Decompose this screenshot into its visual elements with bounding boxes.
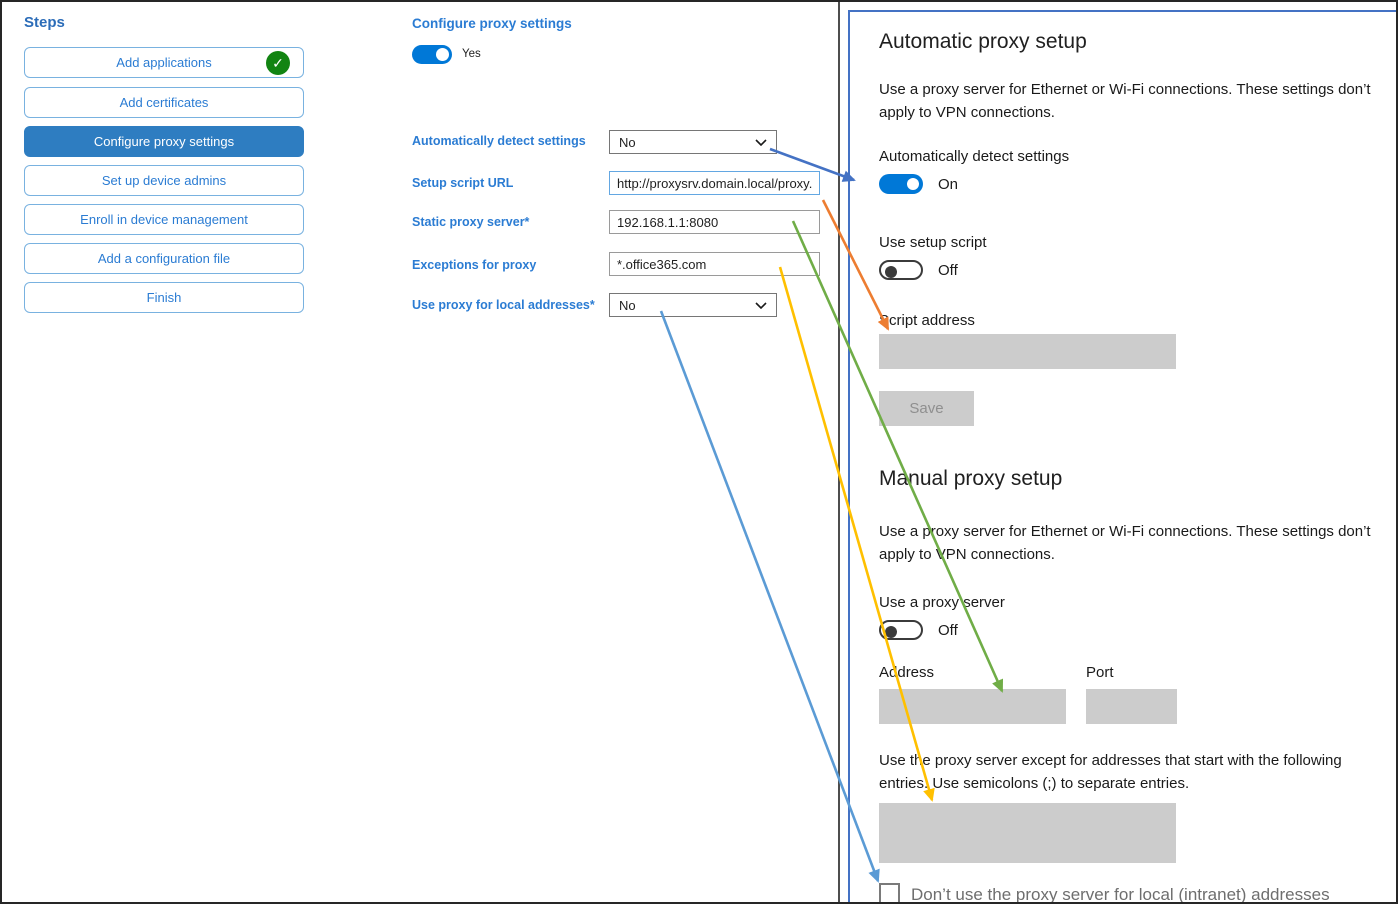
step-label: Add a configuration file [97,251,231,266]
step-button-set-up-device-admins[interactable]: Set up device admins [24,165,304,196]
manual-proxy-description: Use a proxy server for Ethernet or Wi-Fi… [879,523,1371,564]
windows-proxy-settings-panel: Automatic proxy setup Use a proxy server… [848,10,1396,904]
step-label: Configure proxy settings [93,134,235,149]
automatic-proxy-description: Use a proxy server for Ethernet or Wi-Fi… [879,81,1371,122]
field-label-setup-script-url: Setup script URL [412,176,514,190]
use-proxy-server-toggle[interactable] [879,620,923,640]
configure-proxy-toggle-state: Yes [462,48,481,60]
toggle-knob [907,178,919,190]
field-label-exceptions-for-proxy: Exceptions for proxy [412,258,537,272]
chevron-down-icon [755,301,767,309]
steps-panel-title: Steps [24,14,65,31]
address-label: Address [879,664,935,681]
step-button-finish[interactable]: Finish [24,282,304,313]
step-label: Finish [146,290,182,305]
detect-settings-label: Automatically detect settings [879,148,1070,165]
configure-proxy-toggle[interactable] [412,45,452,64]
chevron-down-icon [755,138,767,146]
static-proxy-server-input[interactable] [609,210,820,234]
save-button[interactable]: Save [879,391,974,426]
script-address-label: Script address [879,312,975,329]
step-label: Add certificates [119,95,209,110]
toggle-knob [436,48,449,61]
step-label: Enroll in device management [80,212,248,227]
proxy-exceptions-field[interactable] [879,803,1176,863]
field-label-automatically-detect-settings: Automatically detect settings [412,134,586,148]
script-address-field[interactable] [879,334,1176,369]
step-label: Add applications [116,55,212,70]
select-value: No [619,297,636,313]
field-label-static-proxy-server: Static proxy server* [412,215,530,229]
vertical-divider [838,2,840,902]
port-label: Port [1086,664,1114,681]
step-button-add-a-configuration-file[interactable]: Add a configuration file [24,243,304,274]
setup-script-url-input[interactable] [609,171,820,195]
port-field[interactable] [1086,689,1177,724]
field-label-use-proxy-for-local-addresses: Use proxy for local addresses* [412,298,595,312]
use-proxy-for-local-addresses-select[interactable]: No [609,293,777,317]
arrow-use-proxy-local-addresses [659,310,880,883]
toggle-knob [885,626,897,638]
use-proxy-server-toggle-state: Off [938,622,958,639]
local-addresses-checkbox-label: Don’t use the proxy server for local (in… [911,885,1330,904]
detect-settings-toggle[interactable] [879,174,923,194]
step-label: Set up device admins [101,173,227,188]
manual-proxy-setup-heading: Manual proxy setup [879,467,1063,490]
step-button-add-applications[interactable]: Add applications ✓ [24,47,304,78]
step-button-add-certificates[interactable]: Add certificates [24,87,304,118]
step-button-enroll-in-device-management[interactable]: Enroll in device management [24,204,304,235]
use-proxy-server-label: Use a proxy server [879,594,1005,611]
proxy-exceptions-description: Use the proxy server except for addresse… [879,752,1342,793]
use-setup-script-toggle-state: Off [938,262,958,279]
use-setup-script-label: Use setup script [879,234,987,251]
completed-check-icon: ✓ [266,51,290,75]
editor-title: Configure proxy settings [412,16,572,31]
address-field[interactable] [879,689,1066,724]
exceptions-for-proxy-input[interactable] [609,252,820,276]
automatic-proxy-setup-heading: Automatic proxy setup [879,30,1087,53]
use-setup-script-toggle[interactable] [879,260,923,280]
local-addresses-checkbox[interactable] [879,883,900,902]
select-value: No [619,134,636,150]
toggle-knob [885,266,897,278]
detect-settings-toggle-state: On [938,176,959,193]
automatically-detect-settings-select[interactable]: No [609,130,777,154]
step-button-configure-proxy-settings[interactable]: Configure proxy settings [24,126,304,157]
